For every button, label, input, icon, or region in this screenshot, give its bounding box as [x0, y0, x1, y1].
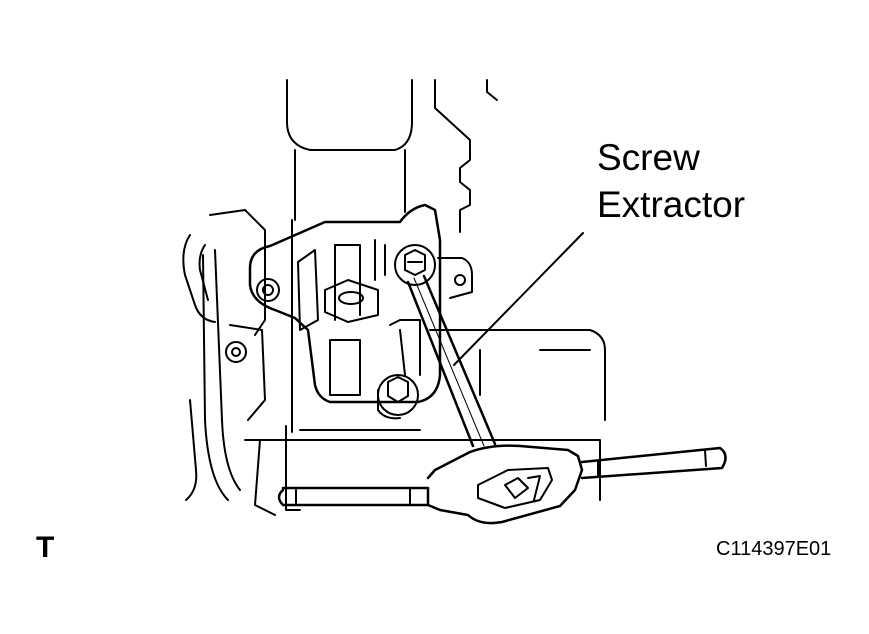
figure-id: C114397E01	[716, 538, 832, 560]
screw-extractor	[406, 274, 497, 448]
leader-line	[453, 232, 584, 366]
lower-bracket	[244, 329, 606, 516]
tap-wrench	[277, 444, 727, 525]
callout-line-2: Extractor	[597, 184, 746, 225]
lower-bolt	[377, 374, 419, 420]
callout-label: Screw Extractor	[597, 134, 745, 228]
left-bracket	[182, 209, 266, 501]
column-housing	[285, 79, 498, 511]
callout-line-1: Screw	[597, 137, 700, 178]
lock-bracket	[248, 203, 442, 404]
upper-bolt	[394, 244, 473, 299]
corner-mark: T	[36, 531, 55, 564]
